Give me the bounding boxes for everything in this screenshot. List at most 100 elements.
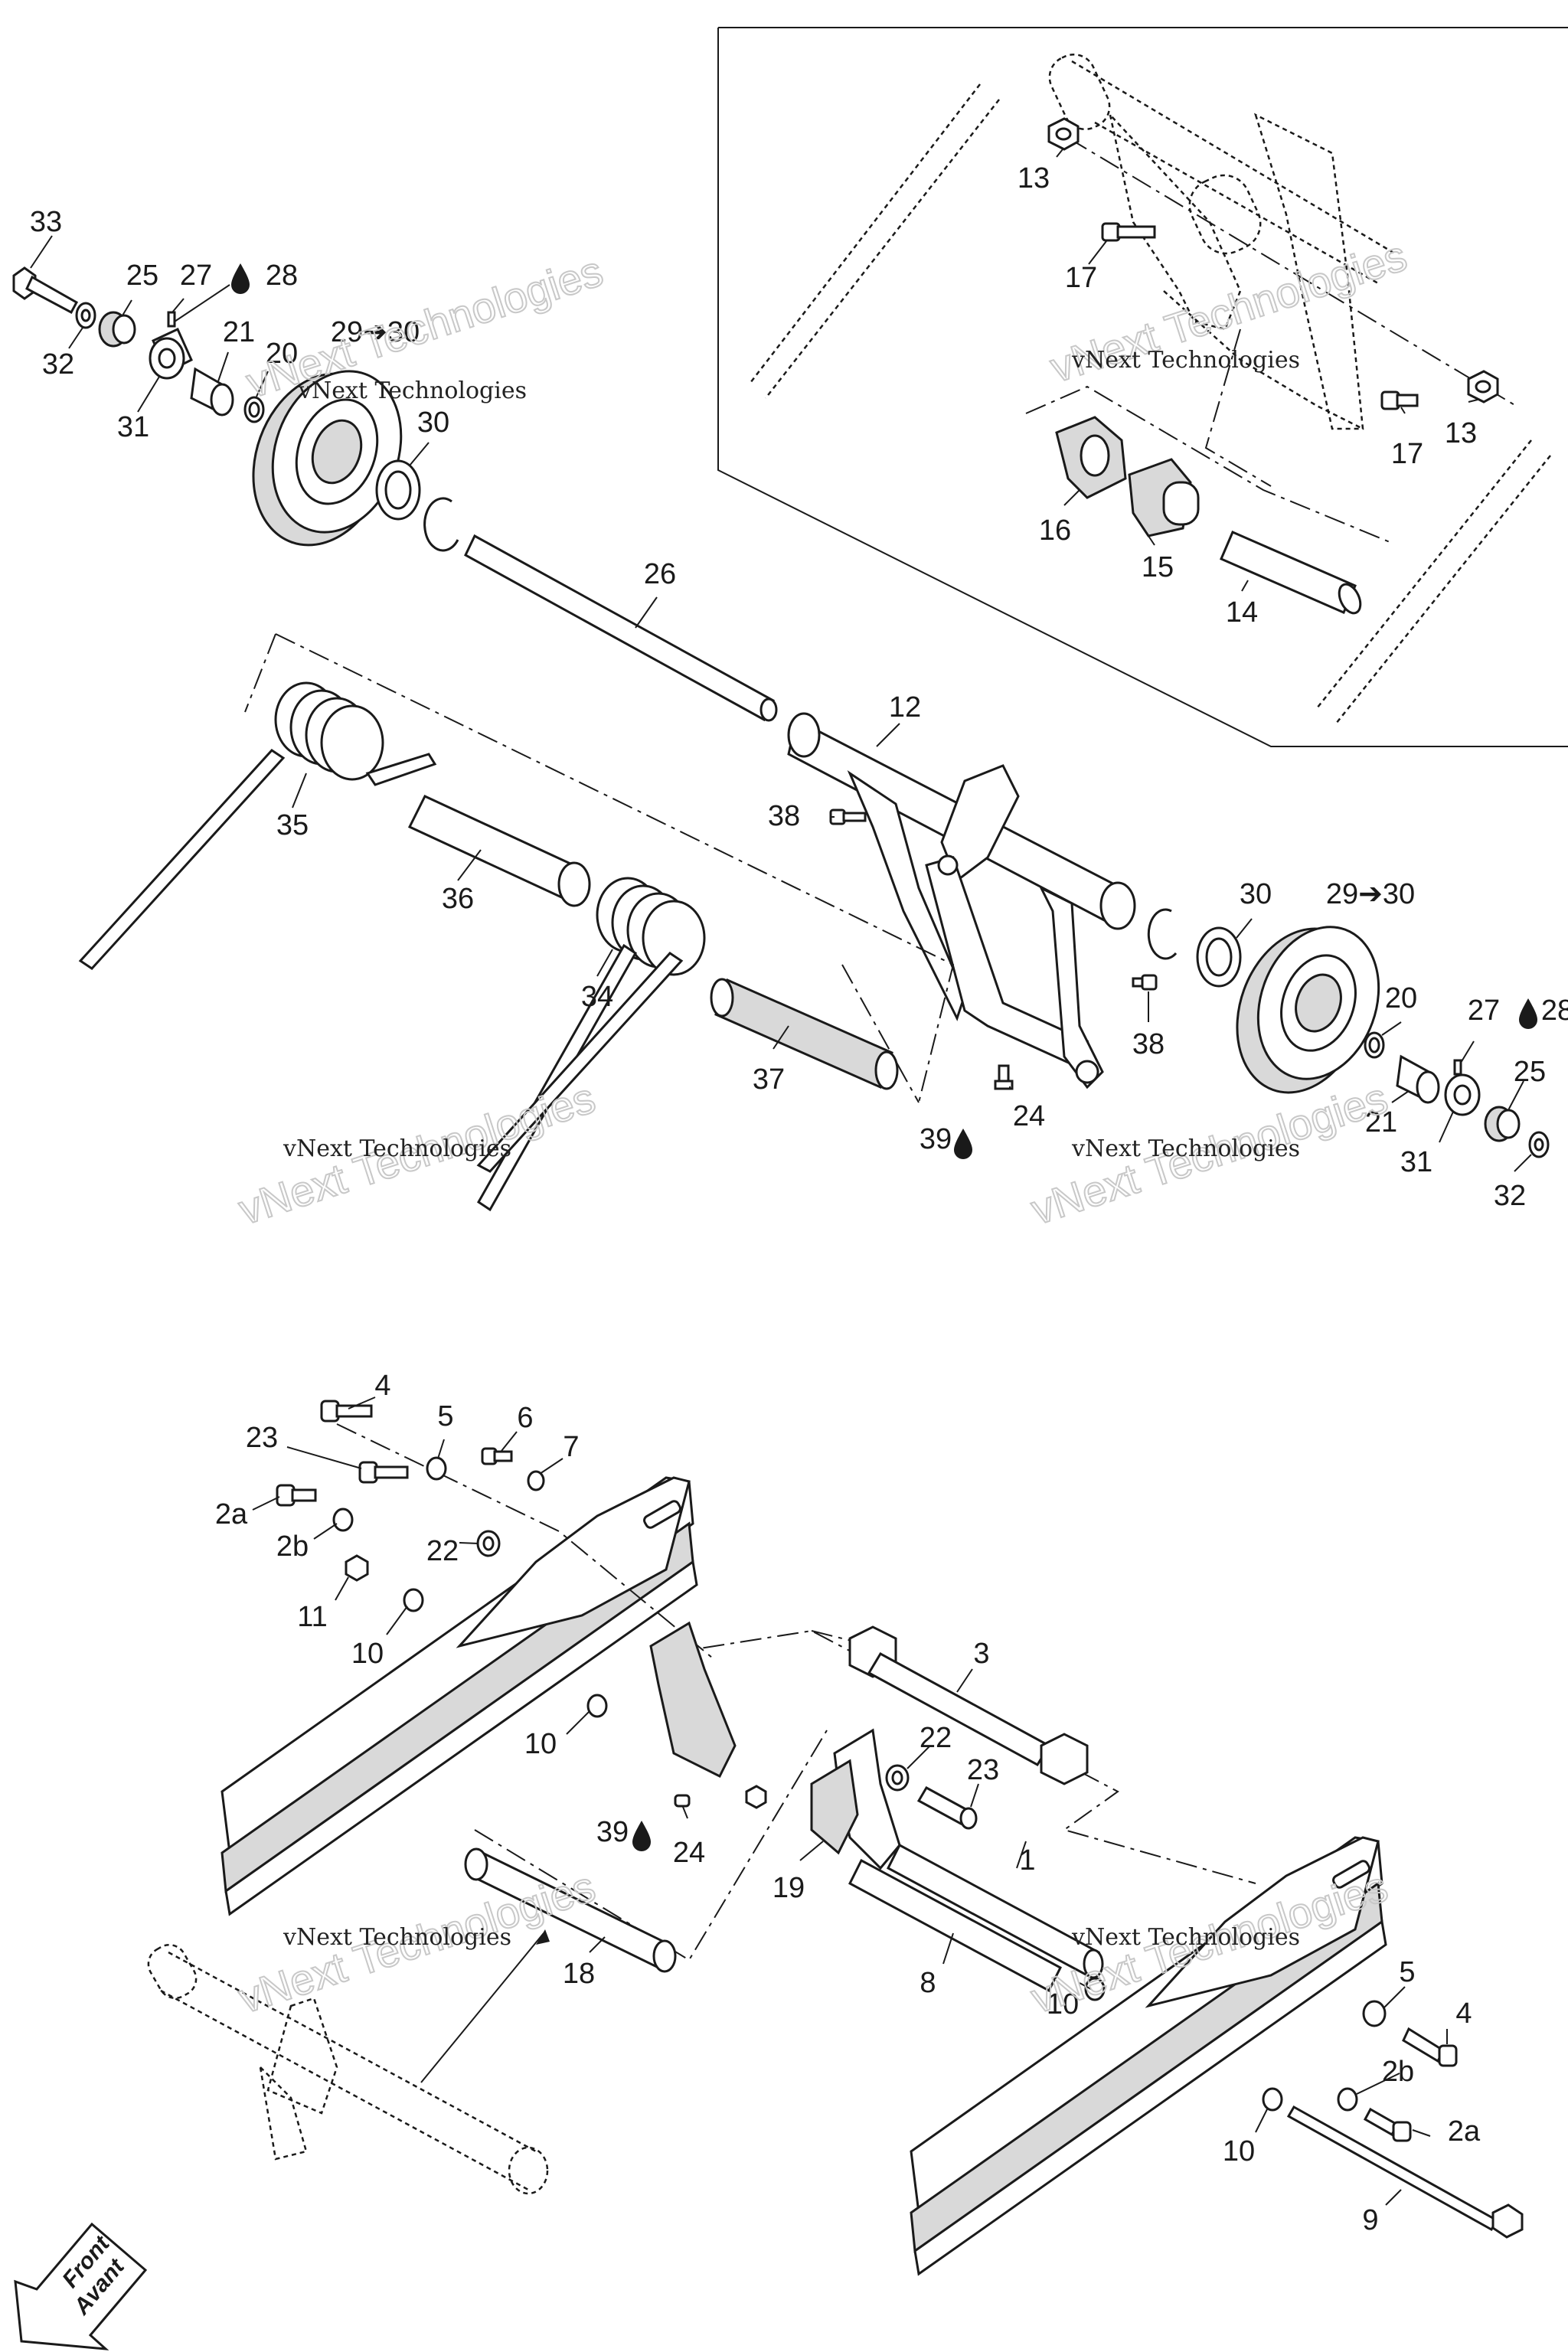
callout-2b-right: 2b (1382, 2056, 1414, 2088)
inset-panel: 13 17 17 13 16 15 14 vNext Technologies … (717, 27, 1568, 747)
block-16 (1055, 416, 1127, 499)
block-15 (1128, 458, 1200, 537)
callout-18: 18 (563, 1958, 595, 1990)
callout-20-right: 20 (1385, 982, 1417, 1014)
callout-24-upper: 24 (1013, 1100, 1045, 1132)
svg-text:vNext Technologies: vNext Technologies (298, 377, 527, 404)
bolt-9 (1286, 2105, 1524, 2239)
bolt-17-top (1101, 222, 1156, 242)
bolt-6 (481, 1447, 513, 1465)
callout-5-left: 5 (437, 1400, 453, 1432)
callout-10-c: 10 (1047, 1988, 1079, 2020)
washer-5-right (1362, 2000, 1387, 2027)
callout-4-left: 4 (374, 1370, 390, 1402)
rail-right (910, 1836, 1387, 2276)
callout-28-right: 28 (1541, 995, 1568, 1027)
ring-20-left (243, 396, 265, 423)
washer-32-right (1528, 1131, 1550, 1158)
wheel-29-right (1236, 926, 1380, 1094)
collar-31-left (149, 327, 193, 380)
ghost-front-arm (147, 1929, 550, 2195)
spring-35 (78, 681, 437, 970)
circlip-right (1147, 908, 1178, 960)
callout-17-top: 17 (1065, 262, 1097, 294)
oil-drop-icon (1519, 998, 1537, 1029)
callout-27-left: 27 (180, 260, 212, 292)
bolt-38-right (1132, 974, 1158, 991)
shaft-1 (887, 1843, 1104, 1979)
grease-fitting-24 (994, 1064, 1014, 1090)
nut-lower-center (745, 1785, 767, 1809)
bracket-left (649, 1621, 737, 1779)
callout-11: 11 (297, 1601, 327, 1633)
washer-10-d (1262, 2087, 1283, 2112)
callout-25-left: 25 (126, 260, 158, 292)
washer-10-b (586, 1694, 608, 1718)
washer-10-c (1084, 1977, 1106, 2001)
bolt-17-right (1380, 390, 1419, 410)
washer-22-right (885, 1764, 910, 1792)
sleeve-25-right (1484, 1106, 1521, 1142)
washer-5-left (426, 1456, 447, 1481)
callout-9: 9 (1362, 2204, 1378, 2236)
callout-37: 37 (753, 1063, 785, 1096)
bolt-33 (12, 266, 79, 315)
callout-28-left: 28 (266, 260, 298, 292)
callout-12: 12 (889, 691, 921, 724)
callout-33: 33 (30, 206, 62, 238)
roller-37 (710, 978, 899, 1090)
washer-32-left (75, 302, 96, 329)
upper-assembly: 33 25 27 28 32 21 20 29➔30 31 30 26 12 3… (12, 206, 1568, 1234)
washer-7 (527, 1470, 545, 1491)
callout-10-a: 10 (351, 1638, 384, 1670)
callout-5-right: 5 (1399, 1956, 1415, 1988)
sleeve-21-left (190, 367, 234, 416)
svg-text:vNext Technologies: vNext Technologies (1071, 1924, 1300, 1951)
bracket-19 (810, 1728, 901, 1870)
bolt-23-left (358, 1461, 409, 1484)
sleeve-25-left (98, 311, 136, 348)
circlip-left (423, 497, 459, 552)
washer-10-a (403, 1588, 424, 1612)
callout-10-b: 10 (524, 1728, 557, 1760)
grease-fitting-27-left (167, 311, 176, 328)
sleeve-21-right (1396, 1054, 1440, 1104)
callout-27-right: 27 (1468, 995, 1500, 1027)
bolt-38-left (829, 808, 867, 825)
callout-38-right: 38 (1132, 1028, 1165, 1060)
callout-38-left: 38 (768, 800, 800, 832)
callout-3: 3 (973, 1638, 989, 1670)
callout-29-30-right: 29➔30 (1326, 878, 1415, 910)
frame-12 (787, 712, 1136, 1089)
callout-22-right: 22 (920, 1722, 952, 1754)
shaft-26 (464, 534, 778, 722)
callout-7: 7 (563, 1431, 579, 1463)
bolt-4-right (1402, 2027, 1458, 2067)
bolt-2a-left (276, 1484, 317, 1507)
bolt-4-left (320, 1400, 373, 1423)
shaft-3 (848, 1625, 1089, 1785)
callout-14: 14 (1226, 596, 1258, 629)
callout-36: 36 (442, 883, 474, 915)
callout-23-left: 23 (246, 1422, 278, 1454)
callout-8: 8 (920, 1967, 936, 1999)
svg-text:vNext Technologies: vNext Technologies (1071, 1135, 1300, 1162)
rail-left (220, 1476, 698, 1916)
callout-15: 15 (1142, 551, 1174, 583)
nut-13-right (1467, 370, 1499, 403)
svg-text:vNext Technologies: vNext Technologies (1071, 347, 1300, 374)
sleeve-18 (464, 1847, 677, 1973)
grease-fitting-27-right (1453, 1059, 1462, 1076)
callout-32-left: 32 (42, 348, 74, 381)
washer-2b-left (332, 1508, 354, 1532)
callout-35: 35 (276, 809, 309, 841)
collar-31-right (1444, 1073, 1481, 1116)
callout-29-30-left: 29➔30 (331, 316, 420, 348)
callout-25-right: 25 (1514, 1056, 1546, 1088)
ghost-rear-arm (750, 53, 1551, 724)
callout-30-right: 30 (1240, 878, 1272, 910)
callout-2b-left: 2b (276, 1530, 309, 1563)
callout-30-left: 30 (417, 407, 449, 439)
oil-drop-icon (231, 263, 250, 294)
callout-23-right: 23 (967, 1754, 999, 1786)
